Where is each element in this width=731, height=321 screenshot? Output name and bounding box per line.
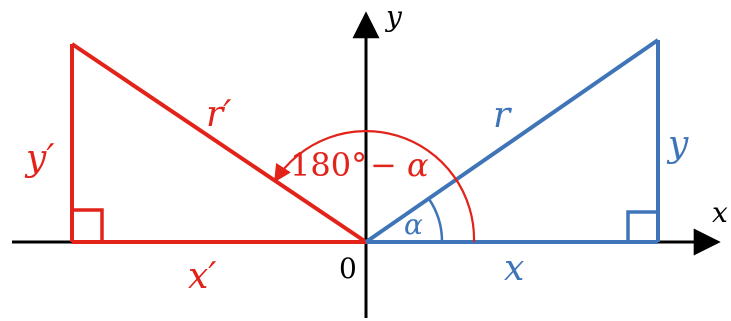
y-axis-label: y	[384, 0, 403, 33]
supplement-angle-number: 180°	[290, 146, 367, 184]
y-label: y	[666, 124, 689, 165]
alpha-arc	[427, 198, 444, 243]
y-prime-label: y′	[24, 138, 55, 179]
x-label: x	[504, 248, 524, 289]
blue-hypotenuse	[364, 38, 660, 244]
origin-label: 0	[339, 252, 357, 285]
r-prime-label: r′	[206, 94, 231, 135]
r-label: r	[493, 95, 512, 136]
red-right-angle-mark	[72, 208, 104, 242]
alpha-label: α	[404, 208, 423, 241]
red-hypotenuse	[70, 42, 368, 244]
blue-right-angle-mark	[626, 210, 658, 242]
supplement-angle-arc	[274, 130, 476, 243]
supplement-angle-rest: − α	[370, 146, 429, 184]
x-axis-label: x	[712, 196, 728, 229]
x-prime-label: x′	[188, 256, 216, 297]
